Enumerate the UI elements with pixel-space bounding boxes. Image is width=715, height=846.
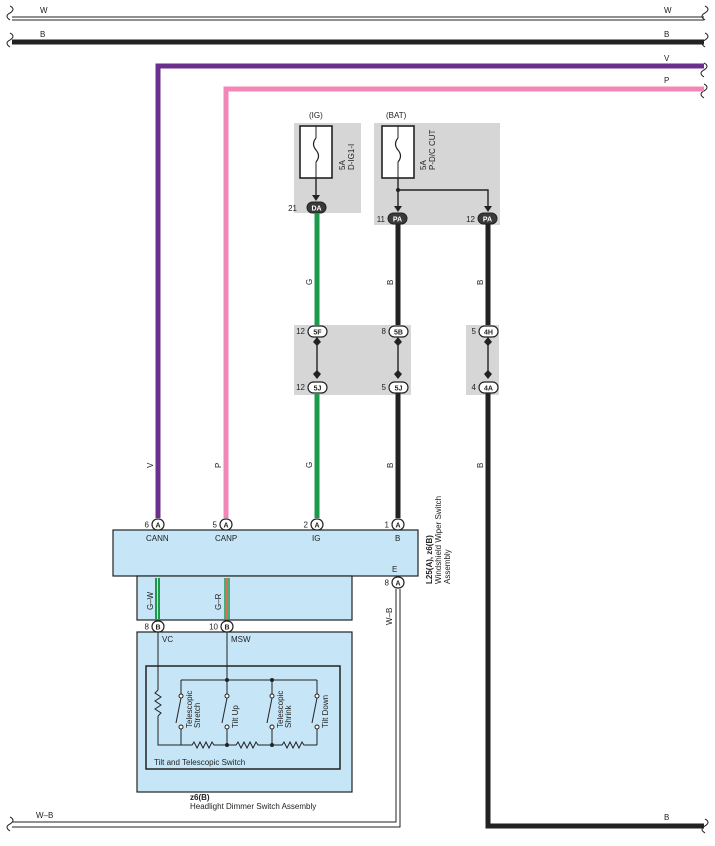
bus-b-bottom: B [664, 813, 709, 834]
bus-w-left-label: W [40, 6, 48, 15]
wiper-pin-canp-conn: A [223, 523, 228, 530]
switch-telescopic-stretch-label-2: Stretch [193, 703, 202, 728]
wire-b2-upper-label: B [476, 280, 485, 285]
dimmer-msw-name: MSW [231, 635, 251, 644]
fuse-ig-pin: 21 [288, 204, 297, 213]
junction-b-top-pin: 8 [382, 327, 387, 336]
fuse-bat-pin1: 11 [377, 215, 386, 224]
tilt-telescopic-label: Tilt and Telescopic Switch [154, 758, 245, 767]
junction-b-top-conn: 5B [394, 330, 403, 337]
bus-b-bottom-label: B [664, 813, 669, 822]
wire-gw-label: G–W [146, 591, 155, 610]
junction-b2-bot-conn: 4A [484, 386, 493, 393]
switch-tilt-up: Tilt Up [221, 680, 240, 745]
wire-wb: W–B W–B [6, 589, 401, 832]
switch-telescopic-stretch-label-1: Telescopic [185, 691, 194, 728]
switch-tilt-down-label: Tilt Down [321, 695, 330, 728]
wiper-pin-b-num: 1 [385, 521, 390, 530]
wiper-switch-assembly: A 6 CANN A 5 CANP A 2 IG A 1 B L25(A), z… [112, 496, 452, 584]
bus-w-right-label: W [664, 6, 672, 15]
wire-wb-label: W–B [385, 608, 394, 625]
wiper-pin-ig-num: 2 [304, 521, 309, 530]
switch-tilt-up-label: Tilt Up [231, 705, 240, 728]
wiper-e-label: E [392, 565, 397, 574]
dimmer-vc-pin: 8 [145, 623, 150, 632]
bus-b-left-label: B [40, 30, 45, 39]
fuse-ig-conn: DA [311, 206, 321, 213]
wiper-switch-code: L25(A), z6(B) [425, 535, 434, 584]
dimmer-msw-conn: B [224, 625, 229, 632]
wiper-pin-cann-conn: A [155, 523, 160, 530]
junction-b-bot-pin: 5 [382, 383, 387, 392]
wire-b-upper-label: B [386, 280, 395, 285]
wire-p-label: P [214, 463, 223, 468]
junction-g-top-conn: 5F [313, 330, 322, 337]
wiper-switch-lower: E A 8 [136, 565, 405, 621]
wiper-pin-ig-name: IG [312, 534, 320, 543]
wiper-pin-canp-name: CANP [215, 534, 237, 543]
dimmer-switch-assembly: B 8 VC B 10 MSW Tilt and Telescopic Swit… [136, 620, 353, 811]
wire-b-lower-label: B [386, 463, 395, 468]
dimmer-vc-conn: B [155, 625, 160, 632]
dimmer-msw-pin: 10 [209, 623, 218, 632]
wiper-pin-b-conn: A [395, 523, 400, 530]
wire-gr: G–R [214, 578, 230, 620]
wire-g-lower-label: G [305, 462, 314, 468]
fuse-ig-block: (IG) 5A D-IG1-I DA 21 [288, 111, 361, 214]
wire-b2-lower-label: B [476, 463, 485, 468]
wiper-switch-name-2: Assembly [443, 549, 452, 584]
bus-b: B B [6, 30, 709, 48]
fuse-bat-conn2: PA [483, 217, 492, 224]
junction-b2-top-pin: 5 [472, 327, 477, 336]
fuse-bat-source: (BAT) [386, 111, 407, 120]
junction-b-bot-conn: 5J [395, 386, 403, 393]
wiper-pin-cann-num: 6 [145, 521, 150, 530]
fuse-bat-block: (BAT) 5A P-D/C CUT PA 11 PA 12 [374, 111, 500, 225]
fuse-ig-source: (IG) [309, 111, 323, 120]
dimmer-vc-name: VC [162, 635, 173, 644]
junction-b2-top-conn: 4H [484, 330, 493, 337]
fuse-bat-pin2: 12 [466, 215, 475, 224]
junction-block-2: 4H 5 4A 4 [466, 325, 499, 395]
wiper-pin-ig-conn: A [314, 523, 319, 530]
dimmer-name: Headlight Dimmer Switch Assembly [190, 802, 316, 811]
bus-v-right-label: V [664, 54, 670, 63]
tilt-telescopic-box [145, 665, 341, 770]
wiper-e-conn: A [395, 581, 400, 588]
junction-g-bot-conn: 5J [314, 386, 322, 393]
junction-b2-bot-pin: 4 [472, 383, 477, 392]
fuse-bat-name: P-D/C CUT [428, 129, 437, 170]
bus-wb-bottom-label: W–B [36, 811, 53, 820]
fuse-ig-name: D-IG1-I [347, 144, 356, 170]
wiper-pin-cann-name: CANN [146, 534, 169, 543]
fuse-bat-conn1: PA [393, 217, 402, 224]
dimmer-code: z6(B) [190, 793, 210, 802]
switch-telescopic-stretch: Telescopic Stretch [175, 680, 202, 745]
fuse-ig-rating: 5A [338, 160, 347, 170]
wire-v: V V [146, 54, 708, 518]
wiper-e-pin: 8 [385, 579, 390, 588]
bus-w: W W [6, 5, 709, 21]
wire-gw: G–W [146, 578, 160, 620]
switch-telescopic-shrink: Telescopic Shrink [266, 680, 293, 745]
fuse-bat-rating: 5A [419, 160, 428, 170]
wire-p: P P [214, 76, 708, 518]
wiper-pin-canp-num: 5 [213, 521, 218, 530]
bus-b-right-label: B [664, 30, 669, 39]
bus-p-right-label: P [664, 76, 669, 85]
switch-tilt-down: Tilt Down [311, 680, 330, 745]
switch-telescopic-shrink-label-1: Telescopic [276, 691, 285, 728]
wire-g-upper-label: G [305, 279, 314, 285]
wire-gr-label: G–R [214, 593, 223, 610]
junction-g-top-pin: 12 [296, 327, 305, 336]
wiper-switch-name-1: Windshield Wiper Switch [434, 496, 443, 584]
wire-v-label: V [146, 462, 155, 468]
wiper-pin-b-name: B [395, 534, 400, 543]
wire-b2-lower [485, 393, 704, 829]
junction-block-1: 5F 12 5J 12 5B 8 5J 5 [294, 325, 411, 395]
junction-g-bot-pin: 12 [296, 383, 305, 392]
switch-telescopic-shrink-label-2: Shrink [284, 704, 293, 728]
